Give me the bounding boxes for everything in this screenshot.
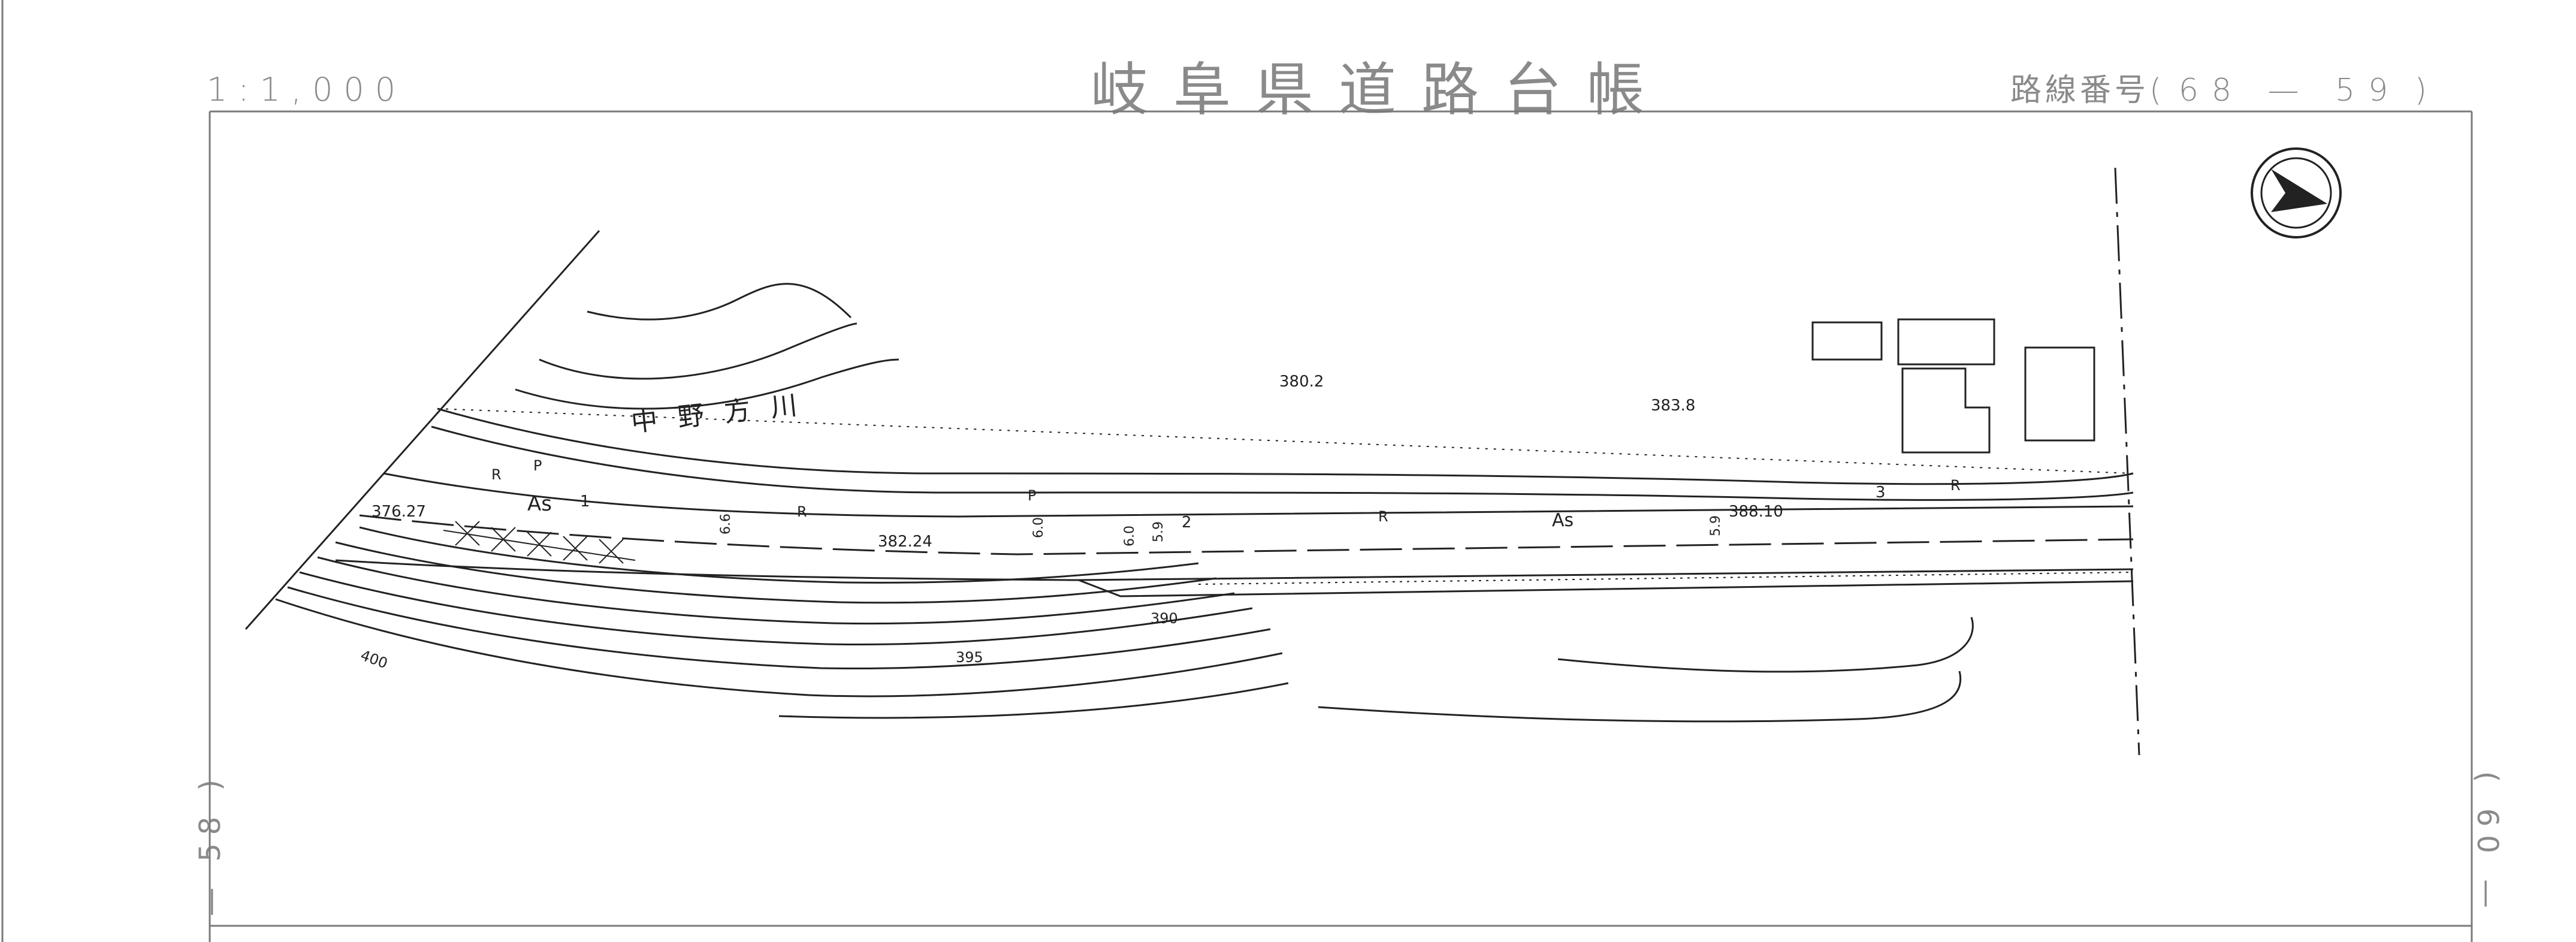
road-width-label: 6.0 <box>1031 517 1046 538</box>
left-boundary <box>244 230 600 630</box>
marker-label: 3 <box>1876 484 1886 502</box>
route-number-label: 路線番号( 68 — 59 ) <box>2010 65 2430 110</box>
contour-south <box>287 586 1271 670</box>
elevation-label: 383.8 <box>1651 397 1695 415</box>
route-number: 68 — 59 <box>2178 73 2402 108</box>
map-linework <box>244 167 2140 756</box>
contour-south <box>778 682 1289 719</box>
contour-label: 390 <box>1150 610 1178 627</box>
field-boundary <box>1318 671 1962 723</box>
river-label: 中野方川 <box>630 388 819 438</box>
contour-upper <box>515 358 899 410</box>
building <box>1901 367 1991 454</box>
retaining-wall <box>437 408 2134 585</box>
surface-label: As <box>527 492 552 516</box>
road-edge-south <box>335 559 2134 581</box>
road-width-label: 5.9 <box>1708 515 1723 536</box>
contour-upper <box>539 322 857 380</box>
elevation-label: 382.24 <box>878 533 932 551</box>
symbol-label: R <box>1950 477 1961 494</box>
contour-upper <box>587 283 852 321</box>
surface-label: As <box>1552 510 1574 531</box>
right-boundary <box>2114 167 2140 756</box>
crosshatch-block <box>443 521 636 564</box>
symbol-label: P <box>1028 487 1036 504</box>
marker-label: 1 <box>580 493 590 511</box>
river-bank-south <box>431 425 2134 501</box>
elevation-label: 388.10 <box>1729 503 1783 521</box>
road-width-label: 6.6 <box>718 514 733 535</box>
road-edge-south-2 <box>1078 579 2134 597</box>
building <box>2024 346 2095 442</box>
contour-label: 395 <box>956 649 983 666</box>
road-width-label: 5.9 <box>1151 521 1166 542</box>
road-edge-north <box>383 472 2134 518</box>
contour-south <box>317 556 1235 625</box>
building <box>1897 318 1995 366</box>
symbol-label: R <box>797 503 807 520</box>
contour-south <box>299 571 1253 646</box>
road-width-label: 6.0 <box>1122 526 1137 547</box>
marker-label: 2 <box>1182 514 1192 532</box>
elevation-label: 380.2 <box>1279 373 1324 391</box>
building <box>1811 321 1883 361</box>
symbol-label: P <box>533 457 542 474</box>
contour-south <box>335 541 1217 604</box>
symbol-label: R <box>491 466 502 483</box>
field-boundary <box>1557 617 1974 673</box>
road-centerline <box>359 514 2134 555</box>
map-scale: 1:1,000 <box>207 71 407 108</box>
north-arrow-icon <box>2251 147 2342 238</box>
elevation-label: 376.27 <box>372 503 426 521</box>
contour-south <box>275 598 1283 698</box>
symbol-label: R <box>1378 508 1388 525</box>
route-prefix: 路線番号( <box>2010 73 2166 108</box>
river-bank-north <box>437 407 2134 485</box>
contour-label: 400 <box>358 647 390 672</box>
contour-south <box>359 526 1199 584</box>
route-suffix: ) <box>2414 73 2431 108</box>
